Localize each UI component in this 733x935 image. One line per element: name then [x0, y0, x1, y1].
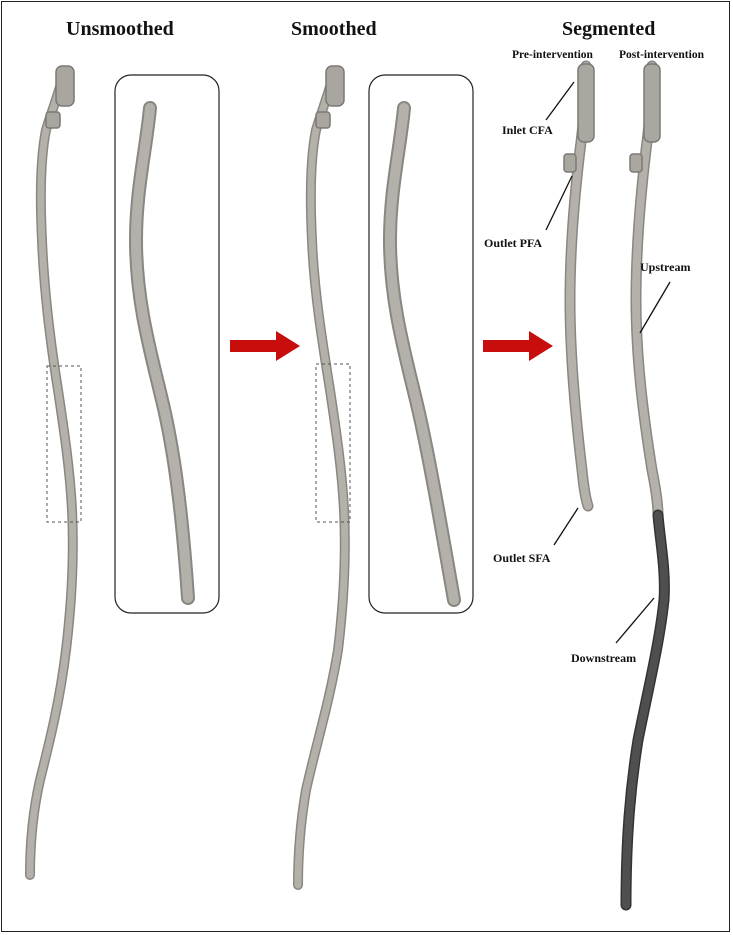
- inlet-cap: [577, 63, 595, 143]
- leader-line-outlet-sfa: [553, 507, 579, 546]
- branch-stub: [45, 111, 61, 129]
- leader-line-inlet-cfa: [545, 81, 575, 121]
- label-outlet-pfa: Outlet PFA: [484, 236, 543, 250]
- label-inlet-cfa: Inlet CFA: [502, 123, 553, 137]
- leader-line-outlet-pfa: [545, 175, 573, 231]
- heading-unsmoothed: Unsmoothed: [66, 18, 174, 40]
- branch-stub: [629, 153, 643, 173]
- zoomed-unsmoothed-vessel: [128, 101, 195, 605]
- arrow-right-icon: [230, 331, 300, 361]
- zoom-region-box: [46, 365, 82, 523]
- post-intervention-vessel: [620, 60, 670, 911]
- smoothed-vessel: [293, 65, 350, 890]
- zoomed-smoothed-vessel: [382, 101, 461, 607]
- inlet-cap: [55, 65, 75, 107]
- heading-segmented: Segmented: [562, 18, 656, 40]
- label-downstream: Downstream: [571, 651, 637, 665]
- zoom-panel-unsmoothed: [114, 74, 220, 614]
- leader-line-downstream: [615, 597, 655, 644]
- subheading-post-intervention: Post-intervention: [619, 49, 704, 61]
- pre-intervention-vessel: [563, 60, 595, 512]
- unsmoothed-vessel: [25, 65, 78, 880]
- branch-stub: [315, 111, 331, 129]
- inlet-cap: [325, 65, 345, 107]
- zoom-panel-smoothed: [368, 74, 474, 614]
- inlet-cap: [643, 63, 661, 143]
- label-upstream: Upstream: [640, 260, 691, 274]
- heading-smoothed: Smoothed: [291, 18, 377, 40]
- arrow-right-icon: [483, 331, 553, 361]
- leader-line-upstream: [639, 281, 671, 334]
- label-outlet-sfa: Outlet SFA: [493, 551, 551, 565]
- subheading-pre-intervention: Pre-intervention: [512, 49, 593, 61]
- branch-stub: [563, 153, 577, 173]
